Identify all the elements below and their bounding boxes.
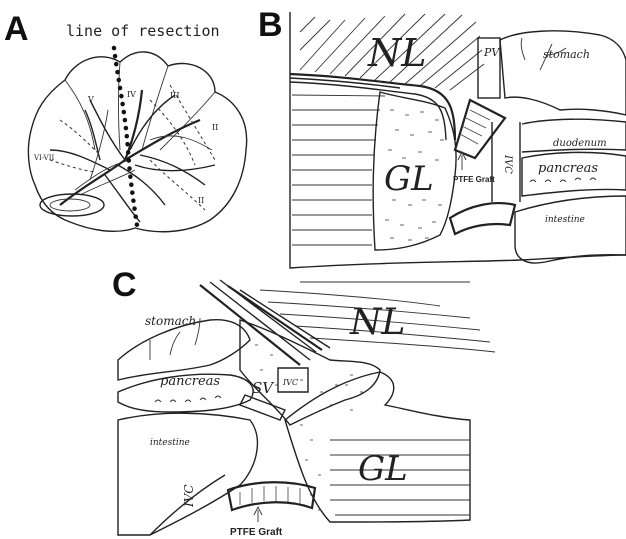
panel-b-nl-label: NL — [367, 31, 426, 75]
panel-a: A line of resection — [4, 10, 247, 232]
panel-c-sv — [240, 395, 285, 420]
panel-c-letter: C — [112, 266, 137, 304]
panel-b-stomach-label: stomach — [543, 48, 590, 61]
panel-c-intestine-label: intestine — [150, 438, 190, 448]
segment-label-vi-vii: VI-VII — [33, 154, 54, 162]
panel-a-letter: A — [4, 10, 29, 48]
panel-b-top-vessel-inner — [290, 82, 446, 140]
panel-b-letter: B — [258, 6, 283, 44]
panel-c: C NL GL — [112, 266, 495, 538]
segment-label-iii: III — [170, 91, 179, 100]
panel-c-graft-arrow — [254, 507, 262, 522]
panel-b-ivc-label: IVC — [502, 154, 513, 174]
panel-c-ivc-label: IVC — [282, 378, 298, 387]
panel-c-stomach — [118, 320, 250, 380]
panel-c-intestine — [118, 413, 257, 535]
panel-b-duodenum-label: duodenum — [553, 138, 607, 149]
segment-label-ii-lower: II — [198, 196, 204, 205]
panel-c-pancreas-texture — [155, 396, 221, 402]
panel-b-stomach — [500, 31, 626, 115]
panel-b: B NL — [258, 6, 626, 268]
panel-c-graft-label: PTFE Graft — [230, 527, 283, 538]
gallbladder-inner — [50, 199, 90, 211]
lobe-line-1 — [65, 80, 95, 150]
lobe-line-2 — [119, 62, 121, 150]
panel-b-pv-label: PV — [483, 46, 500, 59]
panel-b-graft-label: PTFE Graft — [453, 175, 495, 184]
segment-label-iv: IV — [127, 90, 136, 99]
panel-c-graft-tube — [228, 482, 315, 510]
panel-b-graft-tube — [455, 100, 505, 158]
segment-label-ii-upper: II — [212, 123, 218, 132]
panel-b-intestine — [515, 196, 626, 263]
panel-b-pancreas-texture — [530, 178, 596, 182]
panel-c-sv-label: SV — [252, 379, 275, 397]
panel-c-pancreas-label: pancreas — [160, 374, 220, 389]
panel-b-lower-graft — [450, 203, 515, 234]
panel-b-gl-label: GL — [384, 159, 434, 199]
panel-b-pancreas-label: pancreas — [538, 161, 598, 176]
panel-c-gl-label: GL — [358, 449, 408, 489]
line-of-resection-label: line of resection — [66, 22, 220, 40]
segment-label-v: V — [87, 95, 94, 104]
panel-c-stomach-label: stomach — [145, 314, 196, 328]
panel-b-intestine-label: intestine — [545, 215, 585, 225]
panel-c-ivc-lower-label: IVC — [182, 484, 196, 508]
panel-c-nl-label: NL — [349, 302, 405, 343]
